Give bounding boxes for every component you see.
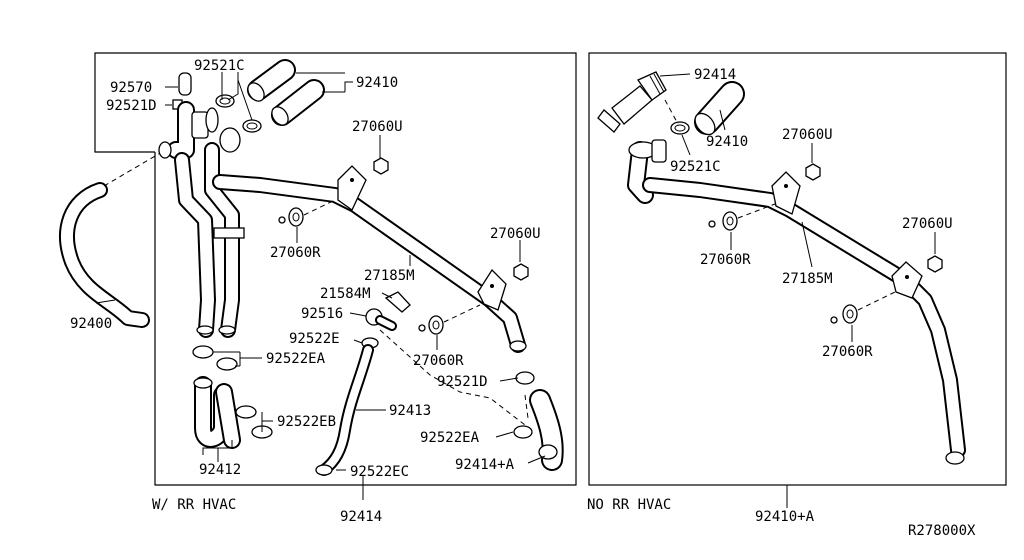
left-leader-lines [95,72,546,500]
left-panel-frame [94,52,577,486]
label-27060u-left-mid: 27060U [490,226,541,242]
right-panel-frame [588,52,1007,486]
label-92414-right: 92414 [694,67,736,83]
label-27060u-right-top: 27060U [782,127,833,143]
label-27185m-right: 27185M [782,271,833,287]
connector-92516 [365,308,397,331]
bracket-right-1 [771,171,801,215]
bolt-27060u-left-mid [513,263,529,281]
label-92522ea-lower: 92522EA [420,430,480,446]
label-92412: 92412 [199,462,241,478]
caption-no-rear-hvac: NO RR HVAC [587,497,671,513]
grommet-27060r-right-upper [708,211,738,231]
label-92410a-bottom: 92410+A [755,509,815,525]
label-92521c-right: 92521C [670,159,721,175]
label-92413: 92413 [389,403,431,419]
bracket-left-1 [337,165,367,211]
clamp-92522eb [235,405,273,439]
label-92522e: 92522E [289,331,340,347]
grommet-27060r-left-upper [278,207,304,227]
bracket-left-2 [477,268,507,311]
label-92521d-lower: 92521D [437,374,488,390]
cap-92570 [178,72,192,96]
label-92516: 92516 [301,306,343,322]
part-labels: 92570 92521C 92410 92521D 27060U 27060R … [70,58,953,525]
clamp-92522ea-left [192,345,238,371]
clamp-92522ea-lower [513,425,533,439]
diagram-code: R278000X [908,523,976,539]
bracket-21584m [384,291,411,313]
bolt-27060u-left-top [373,157,389,175]
label-21584m: 21584M [320,286,371,302]
label-92410-right: 92410 [706,134,748,150]
right-leader-lines [659,73,936,508]
label-27060u-left-top: 27060U [352,119,403,135]
clamp-92521c-a [215,94,235,108]
label-27060r-left-upper: 27060R [270,245,321,261]
caption-with-rear-hvac: W/ RR HVAC [152,497,236,513]
pipe-group-left [174,127,245,338]
label-92400: 92400 [70,316,112,332]
water-valve-body [158,101,219,159]
hose-92410-right [694,81,745,136]
label-92570: 92570 [110,80,152,96]
clamp-92522ec [315,464,333,476]
hose-92410-upper [247,59,296,102]
connector-92414-right [597,71,667,133]
label-92522ea-left: 92522EA [266,351,326,367]
bolt-27060u-right-mid [927,255,943,273]
label-92521d-left: 92521D [106,98,157,114]
grommet-27060r-right-lower [830,304,858,324]
label-92410-left: 92410 [356,75,398,91]
label-27185m-left: 27185M [364,268,415,284]
label-27060r-right-upper: 27060R [700,252,751,268]
label-92521c-left: 92521C [194,58,245,74]
bracket-right-2 [891,261,923,299]
clamp-92521c-right [670,121,690,135]
pipe-27185m-left [212,174,527,353]
clamp-92521d-lower [515,371,535,385]
grommet-27060r-left-lower [418,315,444,335]
label-27060r-left-lower: 27060R [413,353,464,369]
hose-92414a [529,389,564,471]
clamp-92521c-b [242,119,262,133]
captions: W/ RR HVAC NO RR HVAC R278000X [152,497,976,539]
label-27060u-right-mid: 27060U [902,216,953,232]
label-92414-bottom: 92414 [340,509,382,525]
label-92522ec: 92522EC [350,464,409,480]
hose-92412 [193,376,241,449]
bolt-27060u-right-top [805,163,821,181]
hose-92410-lower [271,79,325,126]
label-92414a: 92414+A [455,457,515,473]
label-92522eb: 92522EB [277,414,336,430]
label-27060r-right-lower: 27060R [822,344,873,360]
hose-92400 [59,182,150,328]
hose-92413 [318,344,374,476]
